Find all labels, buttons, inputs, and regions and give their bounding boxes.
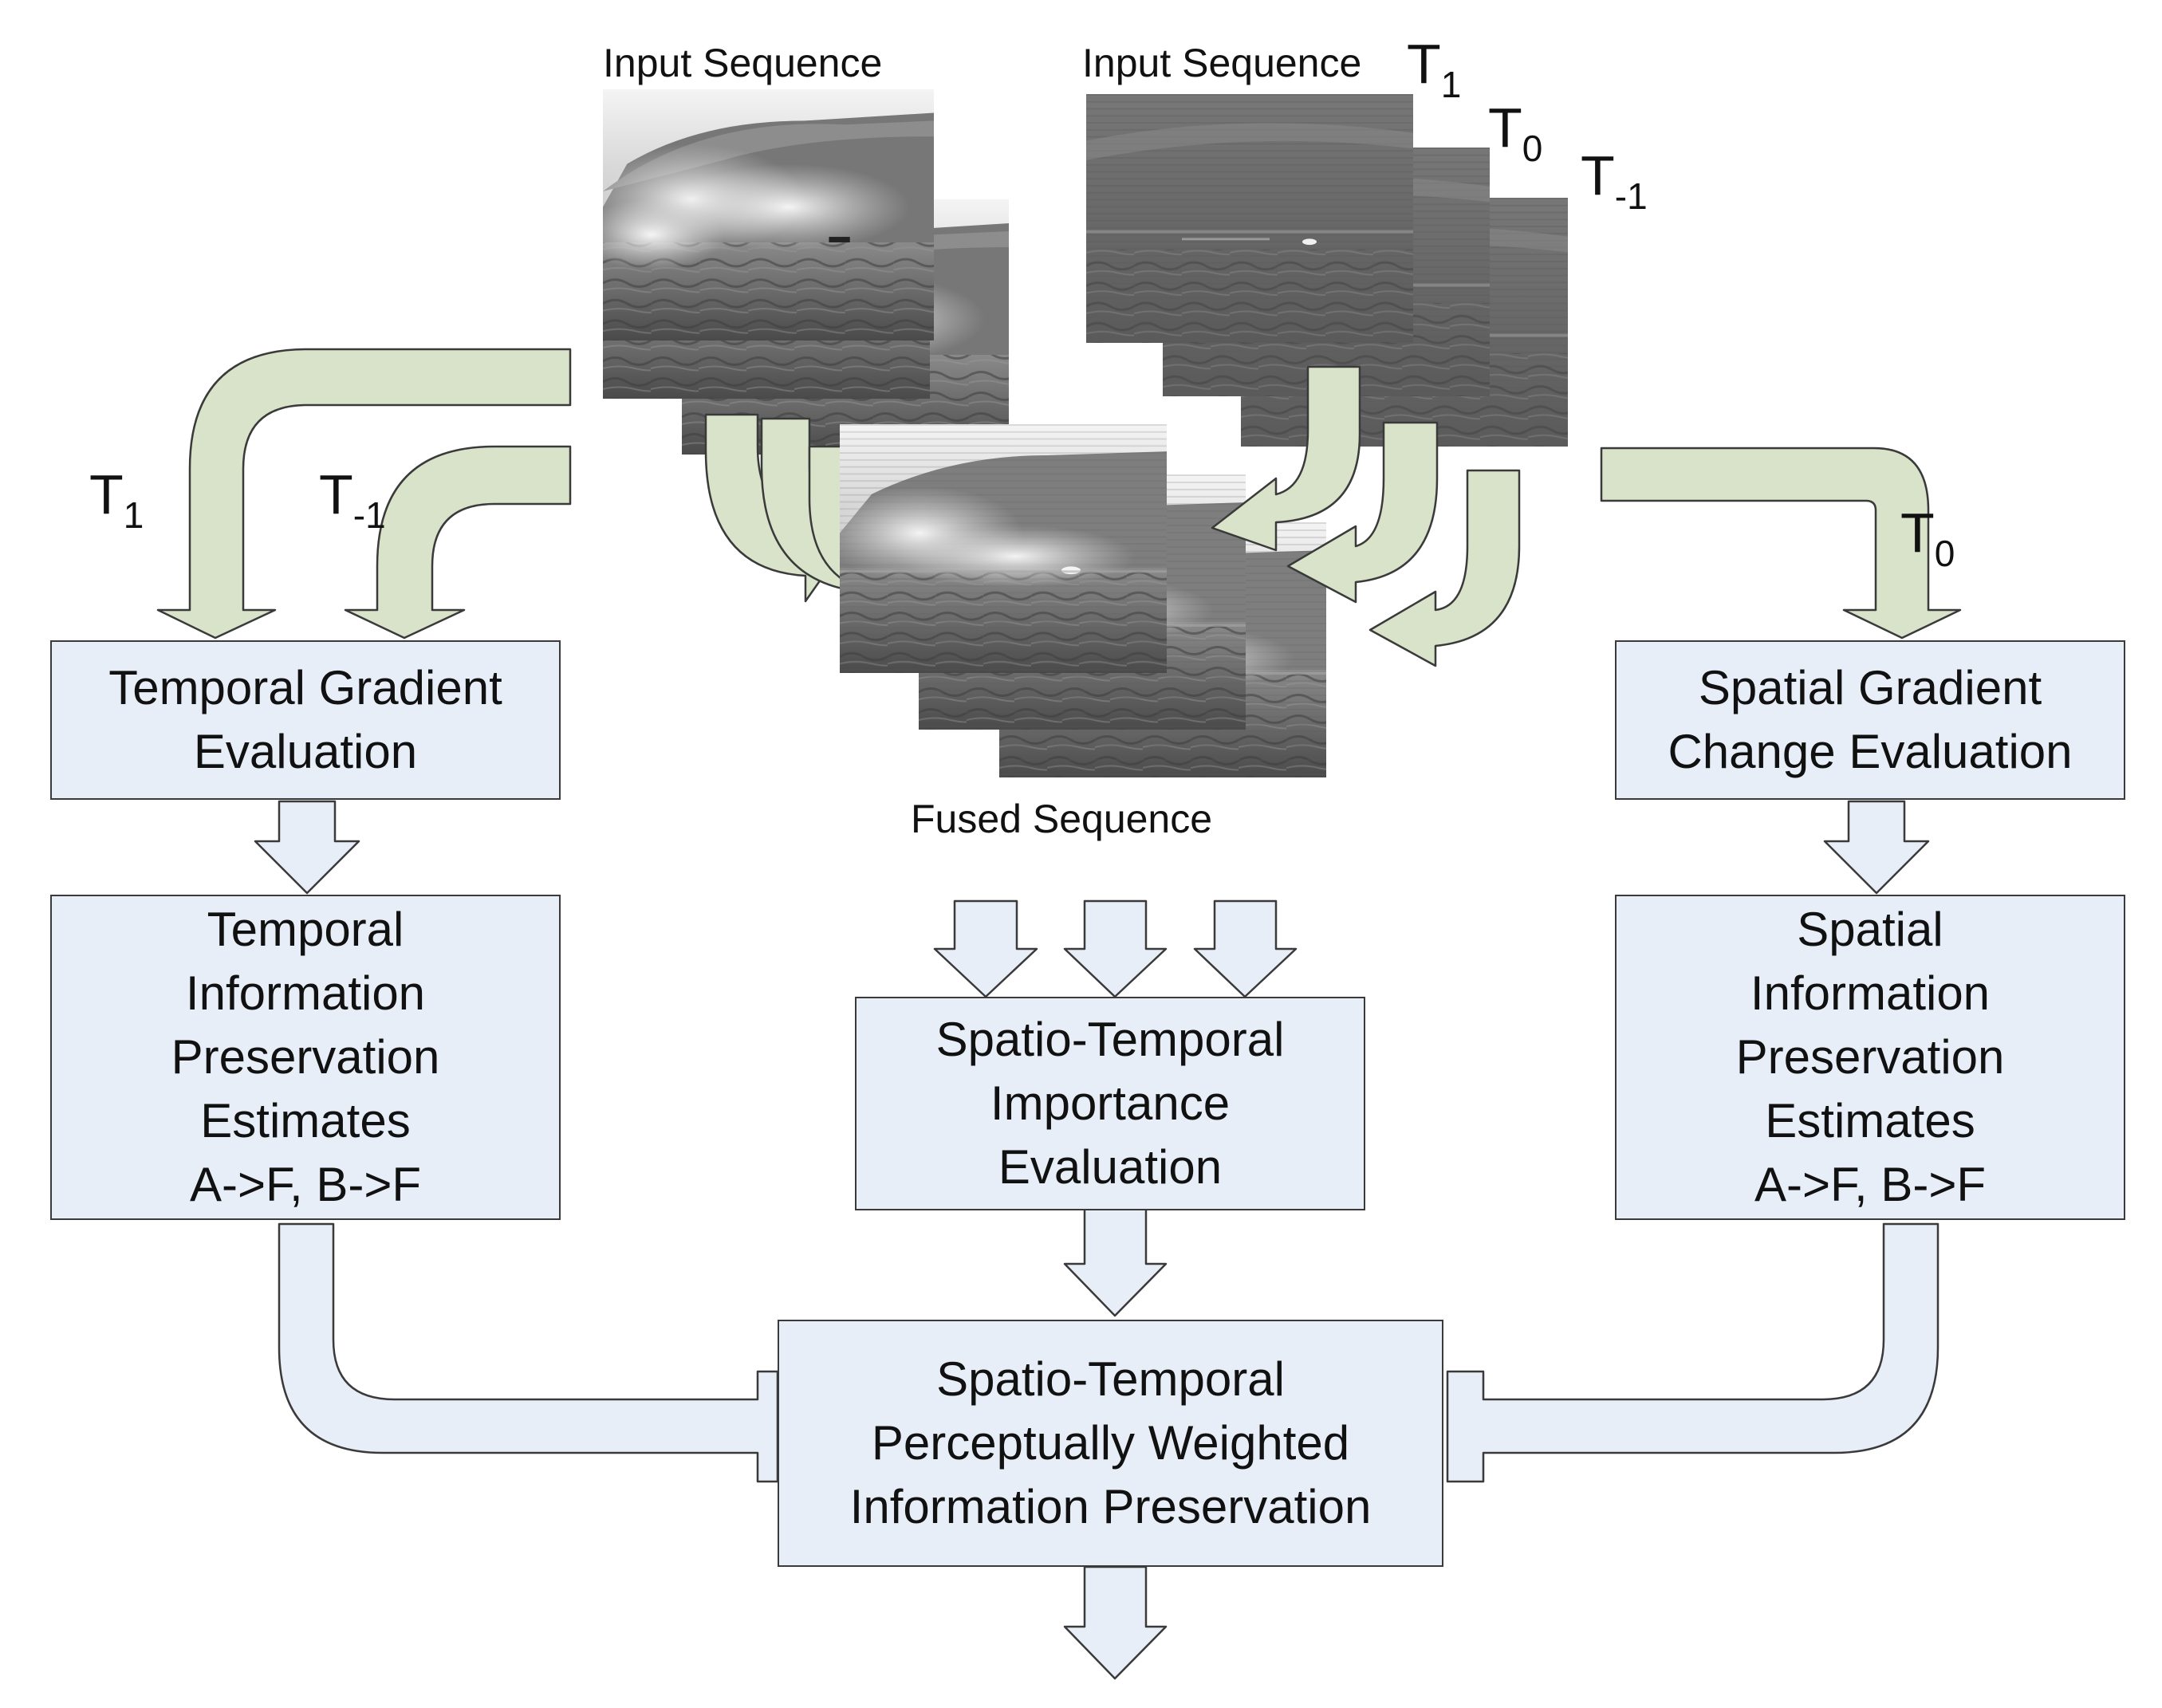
arrow-importance-down <box>1063 1206 1168 1317</box>
arrow-temporal-gradient-down <box>254 800 360 895</box>
left-arrow-label-t1: T1 <box>89 463 144 536</box>
arrow-b-to-fused-2 <box>1286 421 1439 604</box>
temporal-preservation-line-5: A->F, B->F <box>189 1158 422 1211</box>
arrow-t0-to-spatial <box>1600 447 1962 640</box>
temporal-preservation-line-2: Information <box>185 966 426 1020</box>
arrow-spatial-gradient-down <box>1823 800 1930 895</box>
right-arrow-label-t0: T0 <box>1900 502 1955 574</box>
temporal-gradient-line-2: Evaluation <box>193 725 418 778</box>
arrow-b-to-fused-1 <box>1211 365 1361 552</box>
left-arrow-label-tm1: T-1 <box>319 463 386 536</box>
green-arrows-right <box>1600 447 1962 640</box>
input-b-time-label-tm1: T-1 <box>1581 144 1648 217</box>
final-line-1: Spatio-Temporal <box>936 1352 1285 1406</box>
arrow-fused-down-3 <box>1193 899 1298 998</box>
temporal-gradient-evaluation-box: Temporal Gradient Evaluation <box>50 640 561 800</box>
green-arrows-left <box>156 348 572 640</box>
arrow-temporal-preservation-to-final <box>278 1222 779 1483</box>
final-line-2: Perceptually Weighted <box>871 1416 1350 1470</box>
arrow-fused-down-1 <box>933 899 1038 998</box>
arrow-tm1-to-temporal <box>344 445 572 640</box>
spatio-temporal-importance-box: Spatio-Temporal Importance Evaluation <box>855 997 1365 1210</box>
fused-sequence-label: Fused Sequence <box>911 797 1213 841</box>
temporal-preservation-box: Temporal Information Preservation Estima… <box>50 895 561 1220</box>
spatial-preservation-line-3: Preservation <box>1735 1030 2005 1084</box>
spatial-preservation-line-5: A->F, B->F <box>1754 1158 1987 1211</box>
input-sequence-b-label: Input Sequence <box>1082 41 1362 85</box>
fused-frame-1 <box>840 424 1167 673</box>
spatial-gradient-evaluation-box: Spatial Gradient Change Evaluation <box>1615 640 2125 800</box>
blue-arrows <box>254 800 1939 1680</box>
arrow-spatial-preservation-to-final <box>1446 1222 1939 1483</box>
arrow-output-down <box>1063 1565 1168 1680</box>
fused-sequence <box>840 424 1326 777</box>
spatial-preservation-line-1: Spatial <box>1797 903 1943 956</box>
importance-line-3: Evaluation <box>998 1140 1223 1194</box>
input-b-time-label-t0: T0 <box>1488 96 1543 169</box>
input-b-frame-1 <box>1086 94 1413 343</box>
temporal-preservation-line-1: Temporal <box>207 903 404 956</box>
input-sequence-a-label: Input Sequence <box>603 41 883 85</box>
final-preservation-box: Spatio-Temporal Perceptually Weighted In… <box>778 1320 1443 1567</box>
spatial-preservation-line-4: Estimates <box>1765 1094 1975 1147</box>
spatial-preservation-line-2: Information <box>1750 966 1991 1020</box>
input-a-frame-1 <box>603 89 934 340</box>
final-line-3: Information Preservation <box>849 1480 1372 1533</box>
spatial-gradient-line-1: Spatial Gradient <box>1698 661 2042 714</box>
spatial-preservation-box: Spatial Information Preservation Estimat… <box>1615 895 2125 1220</box>
temporal-preservation-line-4: Estimates <box>200 1094 411 1147</box>
importance-line-1: Spatio-Temporal <box>935 1013 1285 1066</box>
arrow-t1-to-temporal <box>156 348 572 640</box>
temporal-gradient-line-1: Temporal Gradient <box>108 661 502 714</box>
input-b-time-label-t1: T1 <box>1407 33 1462 105</box>
input-sequence-a <box>603 89 1009 455</box>
spatial-gradient-line-2: Change Evaluation <box>1668 725 2073 778</box>
arrow-b-to-fused-3 <box>1368 469 1521 667</box>
importance-line-2: Importance <box>990 1076 1231 1130</box>
temporal-preservation-line-3: Preservation <box>171 1030 440 1084</box>
arrow-fused-down-2 <box>1063 899 1168 998</box>
green-arrows-input-b <box>1211 365 1521 667</box>
